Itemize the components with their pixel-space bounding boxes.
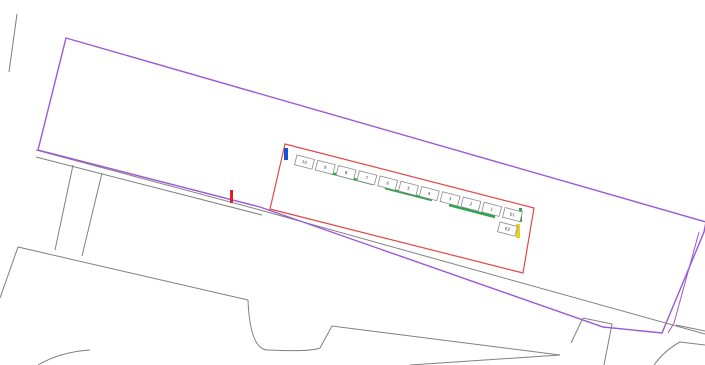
- street-line-pillar-left: [54, 164, 74, 251]
- parking-slot-box: [356, 170, 378, 186]
- red-marker: [230, 190, 233, 203]
- street-line-right-2: [582, 317, 613, 365]
- parking-slot-box: [497, 221, 518, 237]
- street-line-right-1: [570, 317, 584, 344]
- parking-slot-label: 10: [301, 159, 308, 165]
- street-line-pillar-right: [81, 172, 103, 257]
- street-line-road-curve: [247, 299, 561, 356]
- street-line-building-front: [35, 149, 705, 335]
- parking-slot-box: [335, 165, 357, 181]
- parking-slot-box: [314, 159, 336, 175]
- parking-slot-9: 9: [314, 159, 336, 175]
- parking-slot-label: 6: [386, 180, 390, 186]
- parking-slot-8: 8: [335, 165, 357, 181]
- parking-slot-label: 8: [344, 170, 348, 176]
- parking-slot-box: [439, 191, 461, 207]
- parking-slot-label: 3: [448, 196, 452, 202]
- yellow-marker: [516, 224, 520, 238]
- parking-slot-label: 4: [427, 191, 431, 197]
- parking-slot-box: [377, 175, 399, 191]
- street-lines: [0, 13, 705, 365]
- parking-slot-E1: E1: [502, 207, 523, 223]
- building-outline: [37, 37, 705, 334]
- parking-slot-label: E2: [504, 226, 511, 232]
- parking-slot-box: [398, 180, 419, 196]
- parking-slot-label: E1: [509, 211, 516, 217]
- parking-slot-E2: E2: [497, 221, 518, 237]
- parking-slot-3: 3: [439, 191, 461, 207]
- parking-slot-box: [294, 154, 315, 170]
- parking-slot-box: [502, 207, 523, 223]
- parking-slot-4: 4: [418, 186, 440, 202]
- parking-slot-label: 7: [365, 175, 369, 181]
- parking-slot-label: 1: [490, 207, 494, 213]
- parking-slot-6: 6: [377, 175, 399, 191]
- parking-slot-box: [481, 201, 503, 217]
- street-line-bottom: [409, 354, 561, 365]
- street-line-right-3: [675, 324, 705, 332]
- parking-slot-label: 9: [323, 165, 327, 171]
- street-line-right-4: [653, 341, 705, 365]
- green-bar-3: [448, 203, 496, 219]
- parking-slot-1: 1: [481, 201, 503, 217]
- parking-slot-5: 5: [398, 180, 419, 196]
- blue-marker: [284, 148, 288, 160]
- parking-slot-box: [418, 186, 440, 202]
- parking-slot-10: 10: [294, 154, 315, 170]
- parking-slot-label: 2: [469, 201, 473, 207]
- street-line-left-edge: [8, 13, 18, 73]
- building-outline-inner-edge: [667, 231, 700, 334]
- parking-slot-box: [460, 196, 482, 212]
- street-line-inner: [35, 156, 263, 216]
- parking-zone-outline: [269, 143, 535, 274]
- parking-slot-label: 5: [407, 186, 411, 192]
- parking-slot-2: 2: [460, 196, 482, 212]
- street-line-road-upper: [0, 246, 249, 301]
- parking-slot-7: 7: [356, 170, 378, 186]
- street-line-bottom-left: [37, 349, 91, 365]
